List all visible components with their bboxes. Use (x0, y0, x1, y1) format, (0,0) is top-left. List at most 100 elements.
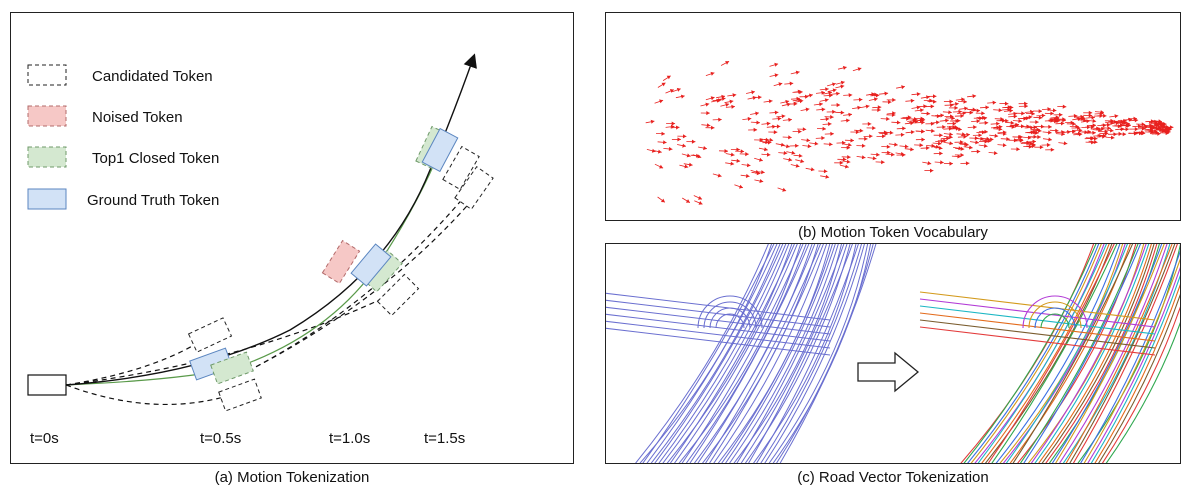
vocab-arrow-head (832, 109, 836, 114)
lane-line (733, 244, 842, 463)
vocab-arrow-head (809, 93, 813, 98)
vocab-arrow-head (933, 99, 937, 104)
vocab-arrow-head (1062, 104, 1067, 109)
intersection-curve (703, 301, 757, 329)
vocab-arrow-head (990, 137, 994, 142)
lane-line (1101, 306, 1180, 463)
vocab-arrow-head (1099, 113, 1103, 118)
vocab-arrow-head (900, 132, 905, 137)
candidated-token (187, 317, 233, 353)
vocab-arrow-head (786, 102, 791, 107)
vocab-arrow-head (1047, 107, 1051, 112)
lane-line (725, 244, 836, 463)
vocab-arrow-head (1007, 107, 1011, 112)
vocab-arrow-head (839, 160, 844, 165)
vocab-arrow-head (1158, 119, 1162, 124)
vocab-arrow-head (1031, 111, 1035, 116)
vocab-arrow-head (892, 97, 896, 102)
motion-token-vocabulary-panel (605, 12, 1181, 221)
vocab-arrow-head (807, 144, 812, 149)
vocab-arrow-head (691, 139, 696, 144)
lane-line (713, 244, 828, 463)
vocab-arrow-head (798, 153, 803, 158)
lane-line (721, 244, 833, 463)
lane-line (764, 244, 865, 463)
vocab-arrow-head (985, 105, 989, 110)
vocab-arrow-head (710, 71, 715, 76)
vocab-arrow-head (1026, 141, 1030, 146)
vocab-arrow-head (780, 142, 785, 147)
vocab-arrow-head (882, 134, 886, 139)
vocab-arrow-head (684, 164, 689, 169)
vocab-arrow-head (963, 99, 967, 104)
vocab-arrow-head (1040, 124, 1045, 129)
transform-arrow-icon (857, 351, 920, 393)
vocab-arrow-head (1141, 131, 1145, 136)
vocab-arrow-head (747, 116, 752, 121)
vocab-arrow-head (697, 154, 702, 159)
vocab-arrow-head (848, 93, 853, 98)
vocab-arrow-head (829, 142, 833, 147)
vocab-arrow-head (802, 127, 807, 132)
vocab-arrow-head (661, 131, 665, 136)
vocab-arrow-head (1038, 109, 1042, 114)
road-vector-tokenization-panel (605, 243, 1181, 464)
vocab-arrow-head (1061, 130, 1065, 135)
vocab-arrow-head (836, 91, 840, 96)
vocab-arrow-head (1048, 130, 1052, 135)
vocab-arrow-head (950, 114, 954, 119)
vocab-arrow-head (777, 116, 782, 121)
intersection-curve (715, 313, 745, 329)
vocab-arrow-head (1114, 114, 1119, 119)
lane-line (963, 244, 1097, 463)
vocab-arrow-head (836, 102, 841, 108)
vocab-arrow-head (891, 152, 895, 157)
vocab-arrow-head (902, 126, 906, 131)
vocab-arrow-head (1159, 121, 1164, 126)
vocab-arrow-head (823, 169, 828, 174)
vocab-arrow-head (1072, 129, 1076, 134)
vocab-arrow-head (774, 73, 779, 78)
vocab-arrow-head (825, 117, 830, 122)
vocab-arrow-head (916, 92, 921, 97)
vocab-arrow-head (1059, 112, 1063, 117)
vocab-arrow-head (755, 111, 759, 116)
vocab-arrow-head (936, 120, 940, 125)
vocab-arrow-head (786, 144, 790, 149)
time-label: t=0.5s (200, 430, 241, 447)
vocab-arrow-head (755, 169, 760, 174)
vocab-arrow-head (1091, 140, 1095, 145)
vocab-arrow-head (675, 125, 680, 130)
motion-token-vocabulary-caption: (b) Motion Token Vocabulary (798, 224, 988, 241)
vocab-arrow-head (873, 97, 878, 102)
vocab-arrow-head (1033, 125, 1037, 130)
lane-line (1038, 244, 1152, 463)
vocab-arrow-head (1137, 124, 1142, 129)
top1-closed-token (210, 351, 254, 385)
vocab-arrow-head (682, 143, 686, 148)
vocab-arrow-head (950, 103, 954, 108)
vocab-arrow-head (902, 152, 906, 157)
vocab-arrow-head (795, 143, 799, 148)
lane-line (642, 244, 775, 463)
vocab-arrow-head (949, 99, 953, 104)
start-token (27, 374, 67, 396)
vocab-arrow-head (1018, 118, 1022, 123)
lane-line (705, 244, 821, 463)
vocab-arrow-head (960, 153, 964, 158)
vocab-arrow-head (872, 156, 877, 161)
intersection-curve (697, 295, 763, 329)
vocab-arrow-head (986, 136, 990, 141)
vocab-arrow-head (1019, 134, 1023, 139)
motion-tokenization-panel (10, 12, 574, 464)
lane-line (1094, 283, 1180, 463)
lane-line (635, 244, 769, 463)
vocab-arrow-head (1133, 131, 1138, 136)
vocab-arrow-head (972, 94, 977, 99)
vocab-arrow-head (1141, 126, 1146, 131)
vocab-arrow-head (730, 161, 735, 166)
vocab-arrow-head (1063, 141, 1068, 146)
vocab-arrow-head (668, 146, 673, 151)
vocab-arrow-head (969, 110, 974, 115)
